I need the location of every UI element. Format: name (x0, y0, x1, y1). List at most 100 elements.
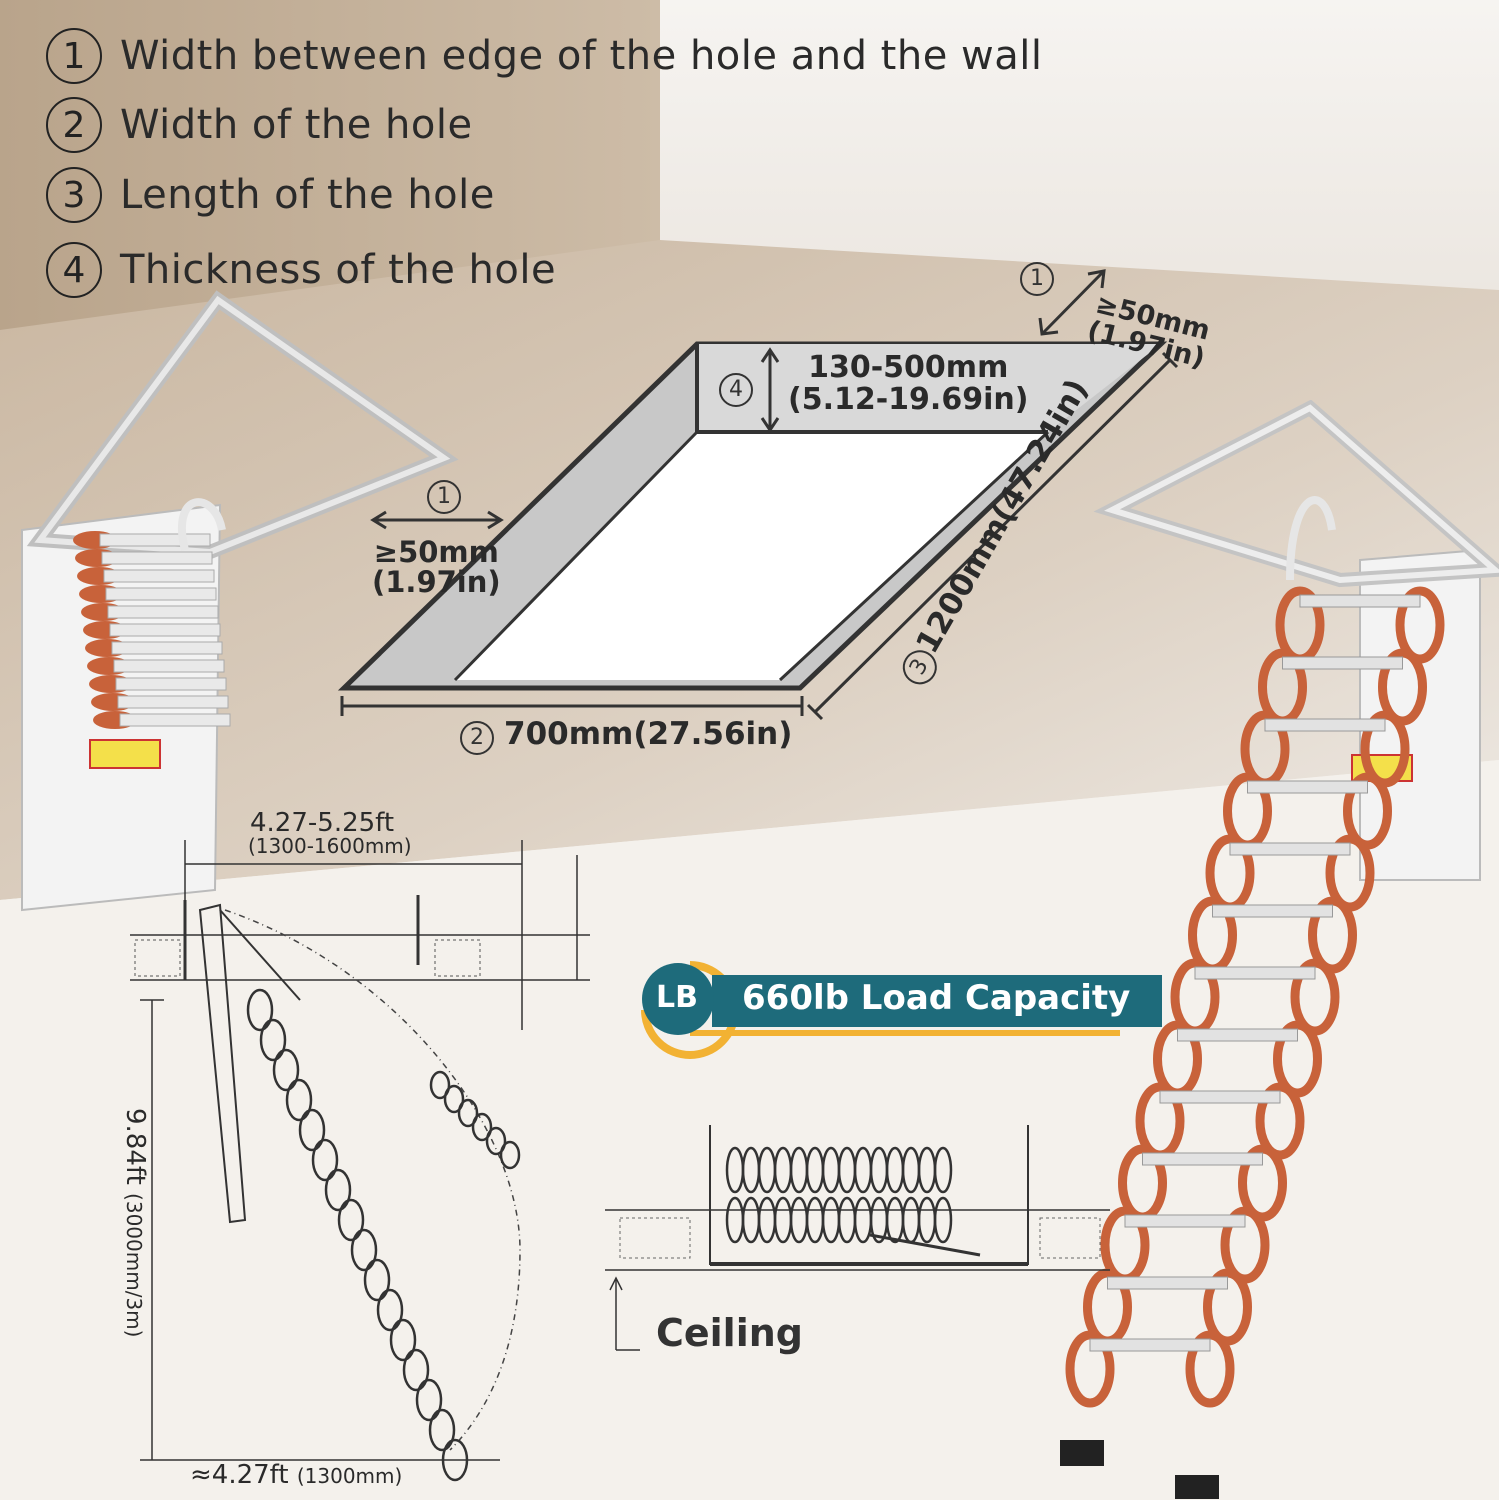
ladder-side-link (1378, 648, 1427, 726)
coil-link (805, 1196, 825, 1244)
folded-rung (117, 695, 229, 709)
folded-rung (99, 533, 211, 547)
ladder-side-link (1395, 586, 1445, 664)
coil-link (853, 1146, 873, 1194)
coil-link (885, 1146, 905, 1194)
chain-link (485, 1126, 507, 1156)
ladder-rung (1282, 656, 1403, 670)
span-mm-label: (1300-1600mm) (248, 834, 412, 858)
legend-item-2: 2 Width of the hole (46, 97, 473, 153)
number-circle: 3 (46, 167, 102, 223)
ladder-side-link (1220, 1206, 1270, 1284)
folded-rung (101, 551, 213, 565)
chain-link (429, 1070, 451, 1100)
chain-link (337, 1198, 365, 1242)
chain-link (441, 1438, 469, 1482)
coil-link (917, 1196, 937, 1244)
extended-ladder-illustration (1060, 400, 1499, 1499)
ladder-rung (1159, 1090, 1281, 1104)
chain-link (259, 1018, 287, 1062)
ladder-side-link (1065, 1330, 1115, 1408)
chain-link (499, 1140, 521, 1170)
ladder-side-link (1185, 1330, 1235, 1408)
gap-left-circle: 1 (427, 480, 461, 514)
coil-link (901, 1146, 921, 1194)
legend-label: Width between edge of the hole and the w… (120, 33, 1043, 79)
number-circle: 2 (46, 97, 102, 153)
legend-label: Thickness of the hole (120, 247, 557, 293)
ladder-rung (1229, 842, 1351, 856)
legend-item-3: 3 Length of the hole (46, 167, 495, 223)
coil-link (917, 1146, 937, 1194)
coil-link (725, 1196, 745, 1244)
ladder-rung (1212, 904, 1333, 918)
folded-rung (111, 641, 223, 655)
coil-link (821, 1196, 841, 1244)
load-capacity-badge (641, 961, 1162, 1059)
folded-rung (107, 605, 219, 619)
folded-rung (105, 587, 217, 601)
coil-link (757, 1146, 777, 1194)
thickness-label: 130-500mm(5.12-19.69in) (788, 350, 1029, 417)
ladder-side-link (1325, 834, 1375, 912)
thickness-circle: 4 (719, 373, 753, 407)
length-dimension-line (813, 358, 1172, 714)
ladder-rung (1107, 1276, 1228, 1290)
chain-link (376, 1288, 404, 1332)
legend-item-4: 4 Thickness of the hole (46, 242, 556, 298)
ladder-side-link (1360, 710, 1410, 788)
badge-bar (712, 975, 1162, 1027)
chain-link (298, 1108, 326, 1152)
ladder-side-link (1203, 1268, 1252, 1346)
span-ft-label: 4.27-5.25ft (250, 808, 395, 838)
coil-link (885, 1196, 905, 1244)
ladder-side-link (1273, 1020, 1322, 1098)
folded-rung (115, 677, 227, 691)
coil-link (741, 1196, 761, 1244)
ladder-side-link (1255, 1082, 1305, 1160)
ladder-rung (1142, 1152, 1263, 1166)
coil-link (789, 1146, 809, 1194)
chain-link (389, 1318, 417, 1362)
chain-link (415, 1378, 443, 1422)
gap-right-arrow (1041, 270, 1105, 335)
gap-left-label: ≥50mm(1.97in) (372, 535, 501, 600)
legend-label: Length of the hole (120, 172, 495, 218)
folded-rung (113, 659, 225, 673)
gap-right-circle: 1 (1020, 262, 1054, 296)
base-label: ≈4.27ft (1300mm) (190, 1460, 403, 1490)
number-circle: 4 (46, 242, 102, 298)
hole-inner-wall (697, 344, 1161, 432)
coil-link (805, 1146, 825, 1194)
ladder-side-link (1343, 772, 1392, 850)
ladder-rung (1177, 1028, 1298, 1042)
coil-link (821, 1146, 841, 1194)
coil-link (773, 1196, 793, 1244)
coil-link (773, 1146, 793, 1194)
chain-link (457, 1098, 479, 1128)
coil-link (933, 1196, 953, 1244)
coil-link (741, 1146, 761, 1194)
ladder-side-link (1308, 896, 1357, 974)
chain-link (246, 988, 274, 1032)
height-label: 9.84ft (3000mm/3m) (120, 1108, 150, 1338)
side-view-drawing (130, 840, 590, 1482)
chain-link (428, 1408, 456, 1452)
legend-item-1: 1 Width between edge of the hole and the… (46, 28, 1043, 84)
coil-link (837, 1196, 857, 1244)
ladder-side-link (1290, 958, 1340, 1036)
coil-link (901, 1196, 921, 1244)
coil-link (757, 1196, 777, 1244)
coil-link (837, 1146, 857, 1194)
chain-link (285, 1078, 313, 1122)
lb-icon (642, 963, 714, 1035)
ladder-rung (1247, 780, 1368, 794)
coil-link (853, 1196, 873, 1244)
ceiling-label: Ceiling (656, 1311, 803, 1355)
coil-link (869, 1146, 889, 1194)
swing-arc (224, 909, 521, 1451)
coil-link (933, 1146, 953, 1194)
lb-icon-text: LB (656, 980, 698, 1015)
